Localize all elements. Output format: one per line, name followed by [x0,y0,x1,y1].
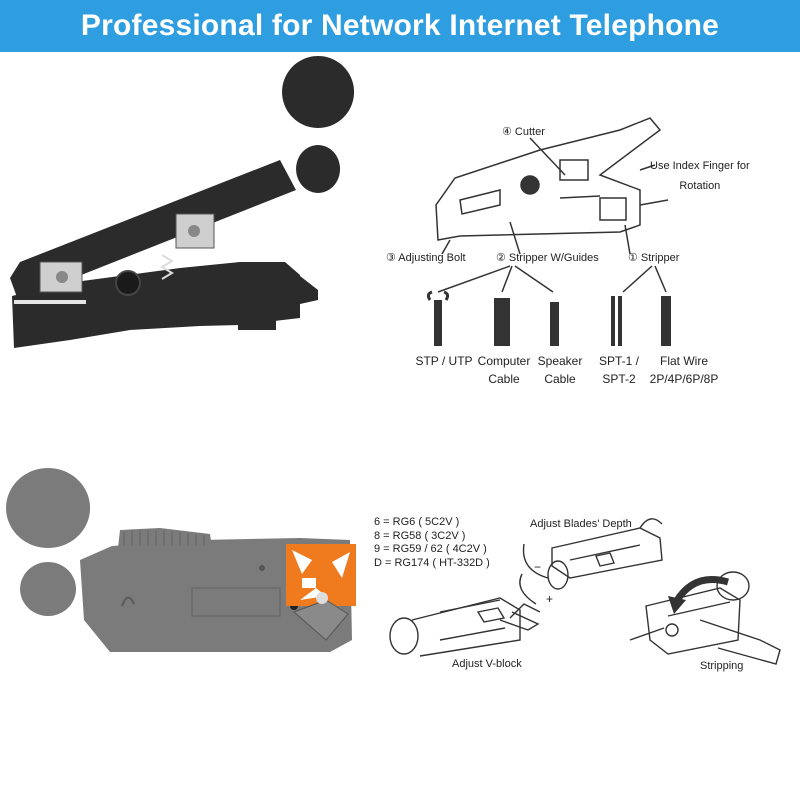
plus-sign: + [546,592,554,606]
label-adjusting-bolt: ③ Adjusting Bolt [386,252,466,264]
minus-sign: − [534,560,542,574]
cable-label-speaker: Speaker Cable [532,352,588,388]
cable-label-line: SPT-1 / [598,354,639,368]
label-index-finger-line-2: Rotation [679,180,721,192]
cable-label-line: STP / UTP [415,354,473,368]
legend-item: D = RG174 ( HT-332D ) [374,556,490,569]
cable-label-computer: Computer Cable [474,352,534,388]
cable-label-line: Cable [544,372,576,386]
legend-item: 9 = RG59 / 62 ( 4C2V ) [374,543,487,555]
cable-label-stp-utp: STP / UTP [414,352,474,370]
label-cutter: ④ Cutter [502,126,545,138]
cable-label-line: Cable [488,372,520,386]
label-stripper-guides: ② Stripper W/Guides [496,252,599,264]
cable-label-line: Flat Wire [660,354,708,368]
cable-label-line: SPT-2 [602,372,636,386]
legend-item: 6 = RG6 ( 5C2V ) [374,516,460,528]
cable-label-spt: SPT-1 / SPT-2 [596,352,642,388]
label-adjust-v-block: Adjust V-block [452,658,522,670]
label-index-finger: Use Index Finger for Rotation [650,156,750,196]
label-stripping: Stripping [700,660,744,672]
cable-label-line: 2P/4P/6P/8P [649,372,719,386]
label-index-finger-line-1: Use Index Finger for [650,160,750,172]
cable-label-line: Computer [477,354,531,368]
label-stripper: ① Stripper [628,252,680,264]
rg-cable-legend: 6 = RG6 ( 5C2V ) 8 = RG58 ( 3C2V ) 9 = R… [374,516,490,570]
title-banner: Professional for Network Internet Teleph… [0,0,800,52]
label-adjust-blades-depth: Adjust Blades' Depth [530,518,632,530]
rotation-arrow-icon [672,576,729,604]
banner-title: Professional for Network Internet Teleph… [80,9,720,42]
cable-label-line: Speaker [537,354,583,368]
legend-item: 8 = RG58 ( 3C2V ) [374,529,466,542]
cable-label-flat-wire: Flat Wire 2P/4P/6P/8P [646,352,722,388]
